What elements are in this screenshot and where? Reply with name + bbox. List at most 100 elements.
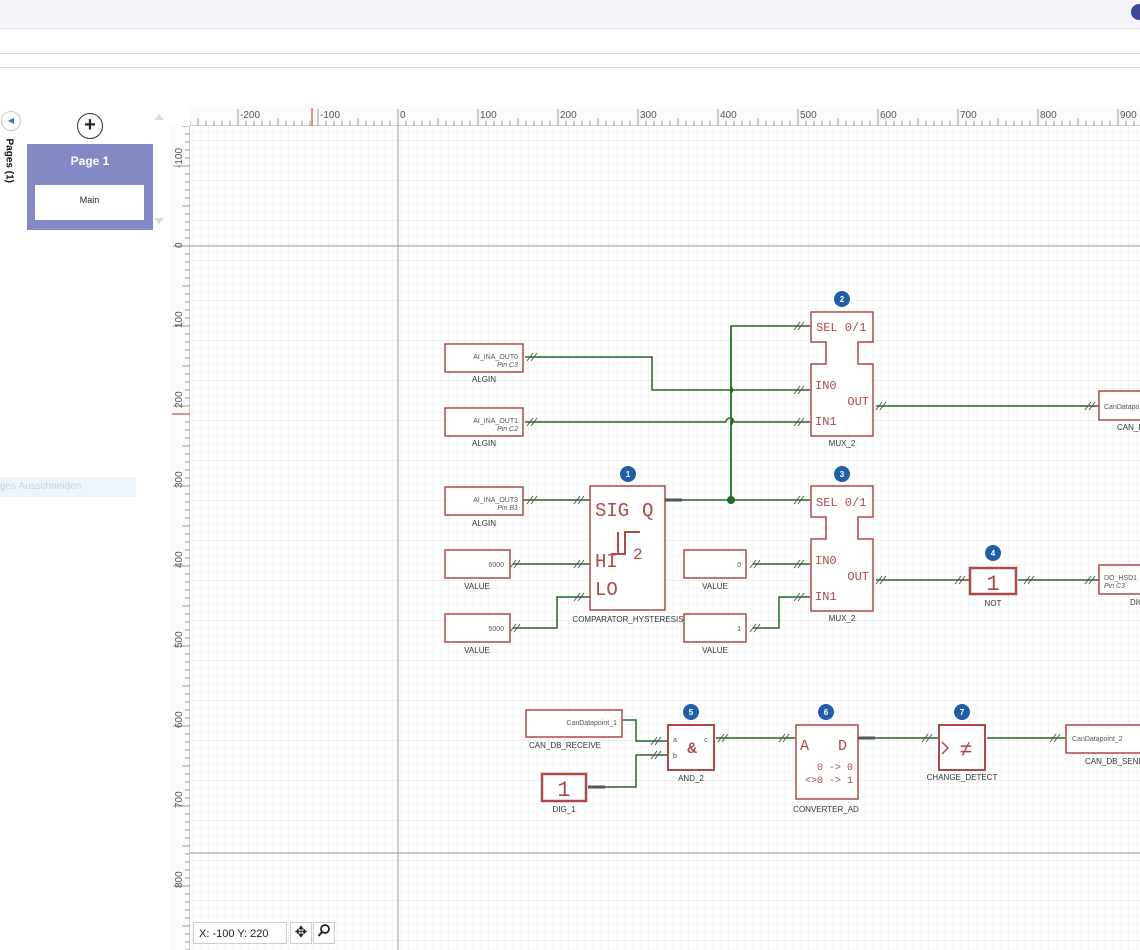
badge-7: 7	[954, 704, 970, 720]
not-block[interactable]: 1 NOT	[968, 566, 1018, 608]
ruler-x-label: 900	[1120, 110, 1137, 121]
mux2-block-top[interactable]: SEL 0/1 IN0 OUT IN1 MUX_2	[810, 311, 874, 448]
svg-text:5: 5	[689, 708, 694, 717]
algin-0-type: ALGIN	[472, 375, 496, 384]
not-type: NOT	[985, 599, 1002, 608]
page-card[interactable]: Page 1 Main	[27, 144, 153, 230]
badge-6: 6	[818, 704, 834, 720]
comparator-hysteresis-block[interactable]: SIG Q 2 HI LO COMPARATOR_HYSTERESIS	[572, 485, 684, 624]
value-6000-type: VALUE	[464, 582, 490, 591]
algin-0-signal: AI_INA_OUT0	[473, 354, 518, 361]
wires	[513, 325, 1100, 788]
ruler-x-label: -100	[320, 110, 340, 121]
do-hsd1-block[interactable]: DO_HSD1 Pin C3 DIG	[1098, 564, 1140, 607]
and2-input-b: b	[673, 753, 677, 760]
comparator-sig-label: SIG	[595, 500, 629, 522]
ruler-x-label: 800	[1040, 110, 1057, 121]
change-detect-block[interactable]: ≠ CHANGE_DETECT	[927, 724, 998, 782]
ruler-y-label: 0	[174, 242, 185, 248]
ruler-y-label: 100	[174, 311, 185, 328]
mux-bottom-in0-label: IN0	[815, 554, 837, 568]
ruler-y-ticks	[173, 125, 190, 950]
do-hsd1-signal: DO_HSD1	[1104, 575, 1137, 582]
svg-text:2: 2	[840, 295, 845, 304]
add-page-button[interactable]: +	[77, 113, 103, 139]
ruler-x-label: 700	[960, 110, 977, 121]
algin-3-signal: AI_INA_OUT3	[473, 497, 518, 504]
dig1-symbol: 1	[557, 778, 570, 803]
can-receive-type: CAN_DB_RECEIVE	[529, 741, 601, 750]
mux-top-in1-label: IN1	[815, 415, 837, 429]
converter-ad-block[interactable]: A D 0 -> 0 <>0 -> 1 CONVERTER_AD	[793, 724, 875, 814]
scroll-down-arrow-icon[interactable]	[154, 218, 164, 224]
ruler-x-label: 0	[400, 110, 406, 121]
mux-top-in0-label: IN0	[815, 379, 837, 393]
converter-a-label: A	[800, 738, 809, 755]
value-block-0[interactable]: 0 VALUE	[683, 549, 747, 591]
badge-5: 5	[683, 704, 699, 720]
badge-3: 3	[834, 466, 850, 482]
comparator-lo-label: LO	[595, 579, 618, 601]
page-card-title: Page 1	[70, 154, 110, 168]
and2-block[interactable]: a b c & AND_2	[667, 724, 715, 783]
do-hsd1-pin: Pin C3	[1104, 583, 1125, 590]
and2-output-c: c	[704, 737, 708, 744]
badge-4: 4	[985, 545, 1001, 561]
magnifier-icon	[317, 924, 330, 937]
can-receive-signal: CanDatapoint_1	[566, 720, 617, 727]
svg-text:4: 4	[991, 549, 996, 558]
ruler-y-label: 700	[174, 791, 185, 808]
algin-1-signal: AI_INA_OUT1	[473, 418, 518, 425]
pan-tool-button[interactable]: ✥	[290, 922, 312, 944]
ruler-y-label: 400	[174, 551, 185, 568]
cursor-coordinates: X: -100 Y: 220	[193, 922, 287, 944]
ruler-x-label: 300	[640, 110, 657, 121]
mux-top-type: MUX_2	[829, 439, 856, 448]
algin-block-3[interactable]: AI_INA_OUT3 Pin B1 ALGIN	[444, 486, 524, 528]
connector-marks	[509, 321, 1096, 760]
mux-bottom-sel-label: SEL 0/1	[816, 496, 866, 510]
ruler-x-label: 400	[720, 110, 737, 121]
change-detect-symbol: ≠	[959, 738, 972, 763]
value-block-6000[interactable]: 6000 VALUE	[444, 549, 511, 591]
algin-1-pin: Pin C2	[497, 426, 518, 433]
converter-rule-2: <>0 -> 1	[805, 776, 853, 787]
and2-input-a: a	[673, 737, 677, 744]
toolbar-strip	[0, 53, 1140, 68]
wire-junction	[727, 496, 735, 504]
comparator-hi-label: HI	[595, 551, 618, 573]
can-output-block-top[interactable]: CanDatapo CAN_D	[1098, 390, 1140, 432]
value-0-text: 0	[737, 562, 741, 569]
can-send-block[interactable]: CanDatapoint_2 CAN_DB_SEND	[1065, 724, 1140, 766]
do-hsd1-type: DIG	[1130, 598, 1140, 607]
and2-symbol: &	[687, 740, 697, 758]
can-receive-block[interactable]: CanDatapoint_1 CAN_DB_RECEIVE	[525, 709, 623, 750]
algin-3-pin: Pin B1	[497, 505, 518, 512]
algin-block-1[interactable]: AI_INA_OUT1 Pin C2 ALGIN	[444, 407, 524, 448]
ruler-x-label: 200	[560, 110, 577, 121]
chevron-left-icon: ◀	[7, 116, 15, 125]
value-6000-text: 6000	[488, 562, 504, 569]
ruler-x-label: -200	[240, 110, 260, 121]
value-block-1[interactable]: 1 VALUE	[683, 613, 747, 655]
dig1-block[interactable]: 1 DIG_1	[540, 772, 605, 814]
user-avatar[interactable]	[1131, 4, 1140, 20]
plus-circle-icon: +	[84, 114, 96, 136]
scroll-up-arrow-icon[interactable]	[154, 114, 164, 120]
not-symbol: 1	[986, 572, 999, 597]
ruler-y-label: 600	[174, 711, 185, 728]
ruler-x-label: 100	[480, 110, 497, 121]
mux-top-sel-label: SEL 0/1	[816, 321, 866, 335]
mux2-block-bottom[interactable]: SEL 0/1 IN0 OUT IN1 MUX_2	[810, 485, 874, 623]
algin-3-type: ALGIN	[472, 519, 496, 528]
svg-text:7: 7	[960, 708, 965, 717]
can-send-type: CAN_DB_SEND	[1085, 757, 1140, 766]
algin-block-0[interactable]: AI_INA_OUT0 Pin C3 ALGIN	[444, 343, 524, 384]
mux-bottom-out-label: OUT	[847, 570, 869, 584]
value-block-5000[interactable]: 5000 VALUE	[444, 613, 511, 655]
converter-rule-1: 0 -> 0	[817, 763, 853, 774]
zoom-tool-button[interactable]	[313, 922, 335, 944]
collapse-panel-button[interactable]: ◀	[1, 111, 21, 131]
